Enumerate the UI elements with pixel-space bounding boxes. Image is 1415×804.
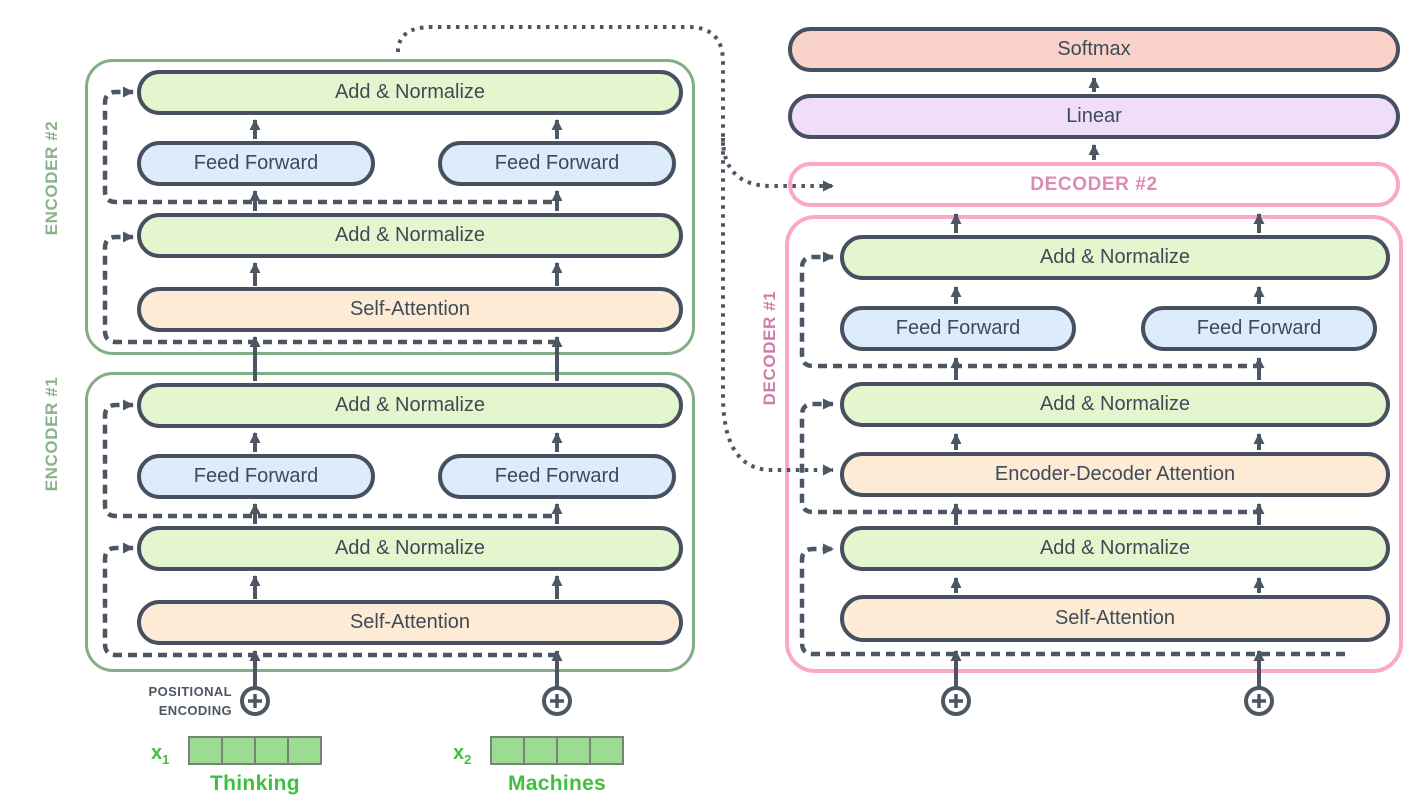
embedding-cell [591,738,622,763]
decoder1-feed-forward-right-label: Feed Forward [1196,317,1322,339]
decoder1-encoder-decoder-attention: Encoder-Decoder Attention [840,452,1390,497]
decoder1-add-normalize-top-label: Add & Normalize [1039,246,1191,268]
encoder2-add-normalize-top-label: Add & Normalize [334,81,486,103]
input-word-2: Machines [507,772,607,795]
plus-circle-icon [542,686,572,716]
decoder2-box: DECODER #2 [788,162,1400,207]
x2-label: x2 [453,742,472,767]
encoder1-self-attention-label: Self-Attention [349,611,471,633]
embedding-cell [256,738,287,763]
decoder1-self-attention-label: Self-Attention [1054,607,1176,629]
encoder2-add-normalize-mid: Add & Normalize [137,213,683,258]
encoder1-feed-forward-left: Feed Forward [137,454,375,499]
encoder1-add-normalize-top: Add & Normalize [137,383,683,428]
embedding-cell [492,738,523,763]
encoder2-feed-forward-left-label: Feed Forward [193,152,319,174]
encoder1-feed-forward-right: Feed Forward [438,454,676,499]
encoder1-add-normalize-mid-label: Add & Normalize [334,537,486,559]
decoder1-add-normalize-bottom: Add & Normalize [840,526,1390,571]
decoder1-label: DECODER #1 [760,290,779,406]
encoder2-add-normalize-top: Add & Normalize [137,70,683,115]
decoder1-encoder-decoder-attention-label: Encoder-Decoder Attention [994,463,1236,485]
softmax-label: Softmax [1057,38,1131,60]
encoder2-feed-forward-left: Feed Forward [137,141,375,186]
embedding-cell [525,738,556,763]
encoder1-label: ENCODER #1 [42,376,61,492]
encoder1-add-normalize-top-label: Add & Normalize [334,394,486,416]
decoder1-add-normalize-bottom-label: Add & Normalize [1039,537,1191,559]
x1-embedding-vector [188,736,322,765]
encoder1-feed-forward-right-label: Feed Forward [494,465,620,487]
encoder2-self-attention: Self-Attention [137,287,683,332]
embedding-cell [558,738,589,763]
embedding-cell [190,738,221,763]
plus-circle-icon [240,686,270,716]
plus-circle-icon [1244,686,1274,716]
x2-embedding-vector [490,736,624,765]
linear-block: Linear [788,94,1400,139]
decoder1-add-normalize-top: Add & Normalize [840,235,1390,280]
decoder1-feed-forward-left: Feed Forward [840,306,1076,351]
encoder1-add-normalize-mid: Add & Normalize [137,526,683,571]
positional-encoding-line2: ENCODING [158,703,232,718]
encoder2-feed-forward-right: Feed Forward [438,141,676,186]
linear-label: Linear [1066,105,1122,127]
embedding-cell [223,738,254,763]
decoder1-add-normalize-mid: Add & Normalize [840,382,1390,427]
softmax-block: Softmax [788,27,1400,72]
embedding-cell [289,738,320,763]
encoder1-self-attention: Self-Attention [137,600,683,645]
encoder2-feed-forward-right-label: Feed Forward [494,152,620,174]
positional-encoding-line1: POSITIONAL [148,684,232,699]
decoder1-feed-forward-right: Feed Forward [1141,306,1377,351]
x1-label: x1 [151,742,170,767]
plus-circle-icon [941,686,971,716]
decoder1-feed-forward-left-label: Feed Forward [895,317,1021,339]
input-word-1: Thinking [210,772,300,795]
encoder2-self-attention-label: Self-Attention [349,298,471,320]
encoder2-label: ENCODER #2 [42,120,61,236]
decoder1-add-normalize-mid-label: Add & Normalize [1039,393,1191,415]
decoder1-self-attention: Self-Attention [840,595,1390,642]
positional-encoding-add-icons [240,686,1274,716]
decoder2-label: DECODER #2 [1030,173,1158,195]
encoder1-feed-forward-left-label: Feed Forward [193,465,319,487]
encoder2-add-normalize-mid-label: Add & Normalize [334,224,486,246]
positional-encoding-label: POSITIONAL ENCODING [100,682,232,720]
